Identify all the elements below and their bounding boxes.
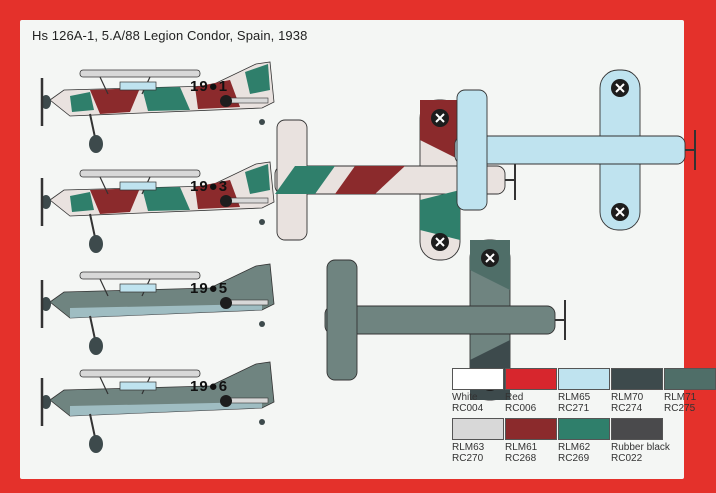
color-swatch <box>558 368 610 390</box>
color-swatch <box>611 368 663 390</box>
color-code: RC270 <box>452 453 484 464</box>
color-code: RC274 <box>611 403 643 414</box>
planform-splinter <box>274 99 516 261</box>
color-swatch <box>611 418 663 440</box>
color-swatch <box>558 418 610 440</box>
profile-4 <box>39 361 275 455</box>
color-name: RLM61 <box>505 442 538 453</box>
color-code: RC275 <box>664 403 696 414</box>
color-name: Red <box>505 392 524 403</box>
profile-code: 19●1 <box>190 78 229 95</box>
instruction-sheet: Hs 126A-1, 5.A/88 Legion Condor, Spain, … <box>20 20 716 479</box>
color-name: RLM65 <box>558 392 591 403</box>
profile-1 <box>39 61 275 155</box>
color-code: RC269 <box>558 453 590 464</box>
aircraft-artwork <box>39 61 696 455</box>
profile-2 <box>39 161 275 255</box>
color-name: RLM62 <box>558 442 591 453</box>
profile-code: 19●3 <box>190 178 229 195</box>
color-swatch <box>452 368 504 390</box>
planform-underside <box>454 69 696 231</box>
color-swatch <box>664 368 716 390</box>
sheet-title: Hs 126A-1, 5.A/88 Legion Condor, Spain, … <box>32 28 308 43</box>
profile-code: 19●5 <box>190 280 229 297</box>
profile-code: 19●6 <box>190 378 229 395</box>
color-name: RLM70 <box>611 392 644 403</box>
color-code: RC006 <box>505 403 537 414</box>
color-name: Rubber black <box>611 442 670 453</box>
color-name: RLM71 <box>664 392 697 403</box>
color-code: RC268 <box>505 453 537 464</box>
profile-3 <box>39 263 275 357</box>
color-swatch <box>505 418 557 440</box>
color-code: RC004 <box>452 403 484 414</box>
color-swatch <box>452 418 504 440</box>
color-name: RLM63 <box>452 442 485 453</box>
color-code: RC271 <box>558 403 590 414</box>
color-name: White <box>452 392 478 403</box>
color-swatch <box>505 368 557 390</box>
color-code: RC022 <box>611 453 643 464</box>
